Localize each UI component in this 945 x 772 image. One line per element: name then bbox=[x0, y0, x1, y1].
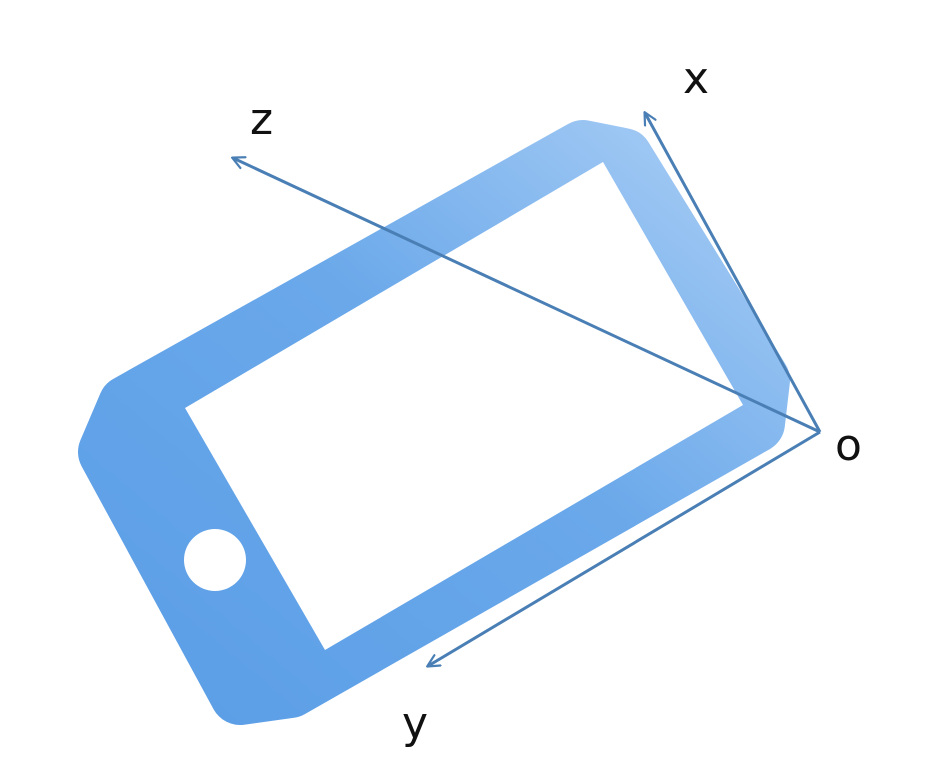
origin-label: o bbox=[835, 420, 862, 471]
y-axis-line bbox=[428, 430, 821, 666]
y-axis-label: y bbox=[402, 698, 428, 749]
x-axis-line bbox=[645, 113, 822, 433]
smartphone-icon bbox=[78, 120, 790, 725]
phone-screen bbox=[185, 162, 743, 650]
coordinate-axes bbox=[233, 113, 822, 666]
home-button-icon bbox=[184, 529, 246, 591]
z-axis-label: z bbox=[250, 94, 273, 145]
z-axis-line bbox=[233, 158, 821, 434]
x-axis-label: x bbox=[683, 53, 709, 104]
